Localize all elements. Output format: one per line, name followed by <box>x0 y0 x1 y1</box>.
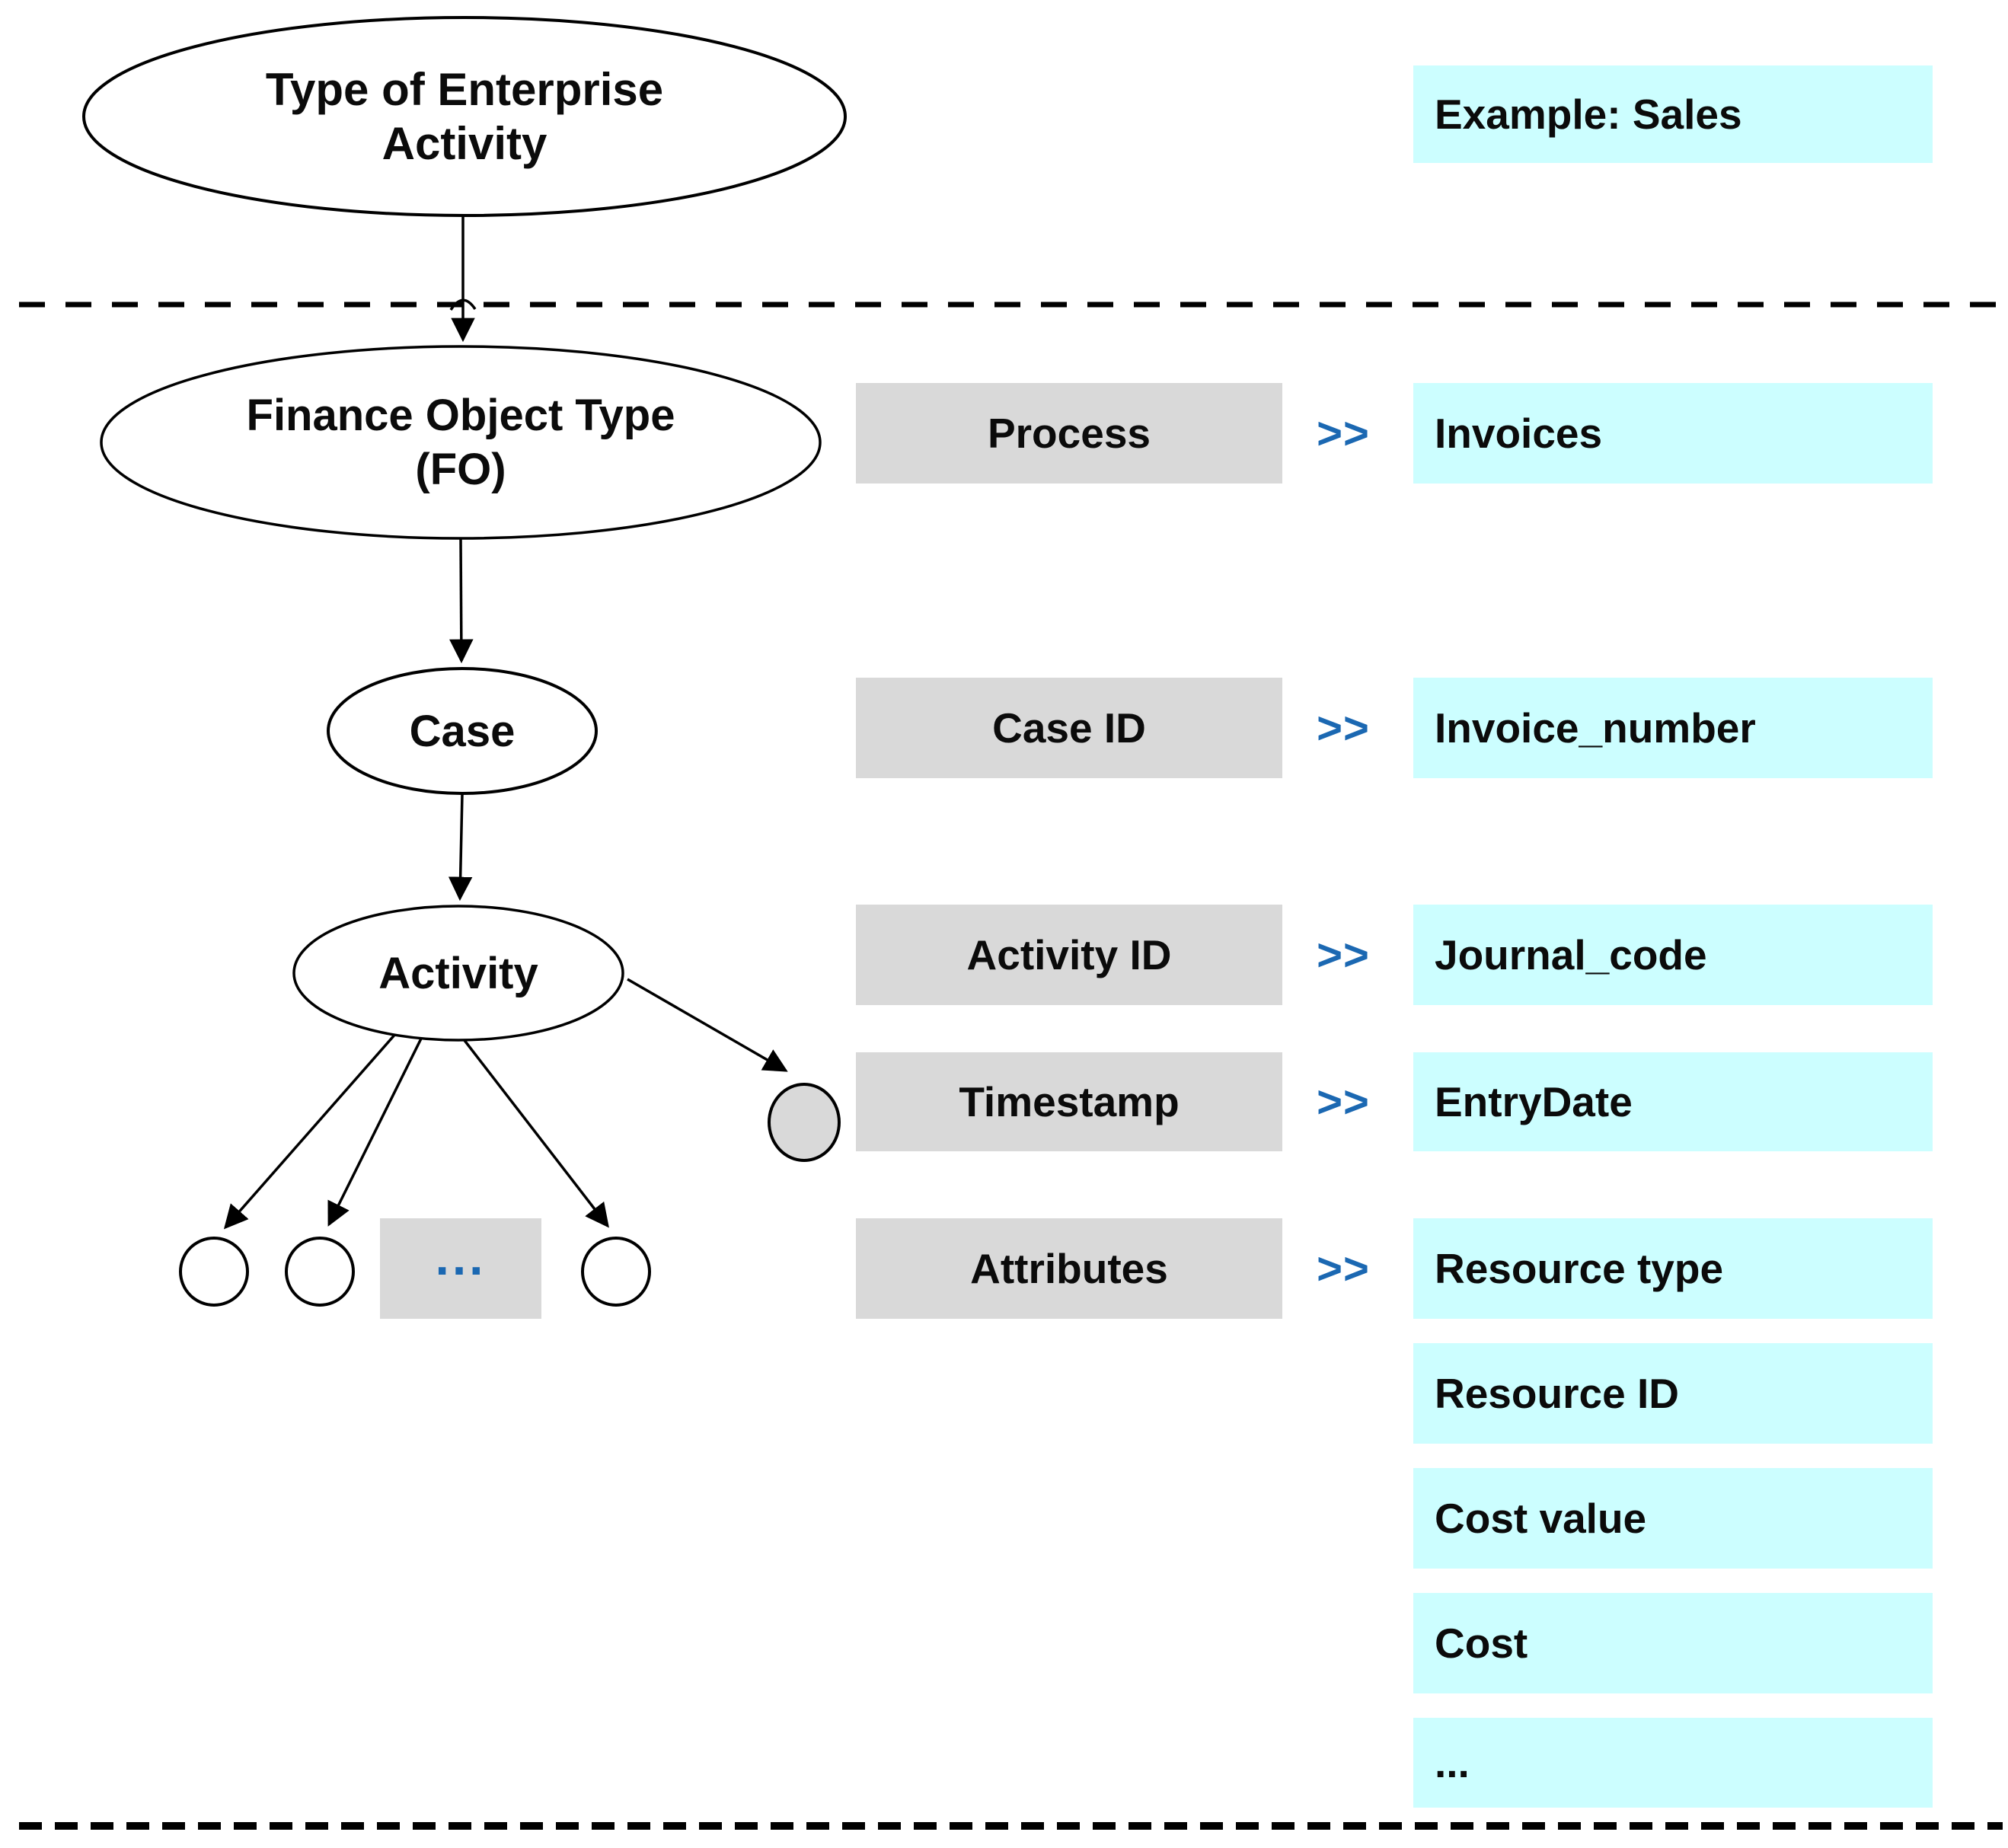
attribute-ellipsis-dots: ... <box>435 1229 487 1286</box>
attribute-ellipsis-box: ... <box>380 1218 541 1319</box>
chevron-icon: >> <box>1317 408 1370 458</box>
case-ellipse <box>327 667 598 795</box>
attribute-circle-1 <box>179 1237 249 1307</box>
value-box-journal-code: Journal_code <box>1413 905 1933 1005</box>
chevron-icon: >> <box>1317 1243 1370 1294</box>
value-box-resource-id: Resource ID <box>1413 1343 1933 1444</box>
arrow-activity-to-attr-circle-1 <box>223 1025 404 1230</box>
value-box-invoice-number: Invoice_number <box>1413 678 1933 778</box>
finance-object-line1: Finance Object Type <box>246 391 675 441</box>
attribute-circle-2 <box>285 1237 355 1307</box>
value-box-invoices: Invoices <box>1413 383 1933 484</box>
chevron-icon: >> <box>1317 703 1370 753</box>
timestamp-attribute-circle <box>768 1083 841 1162</box>
label-box-case-id: Case ID <box>856 678 1282 778</box>
case-node-label: Case <box>409 706 516 756</box>
value-box-cost-value: Cost value <box>1413 1468 1933 1569</box>
chevron-icon: >> <box>1317 1077 1370 1127</box>
finance-object-node-label: Finance Object Type (FO) <box>107 352 815 535</box>
label-box-attributes: Attributes <box>856 1218 1282 1319</box>
root-node-label: Type of Enterprise Activity <box>265 64 664 169</box>
attribute-circle-3 <box>581 1237 651 1307</box>
value-box-resource-type: Resource type <box>1413 1218 1933 1319</box>
finance-object-line2: (FO) <box>415 445 506 494</box>
arrow-activity-to-timestamp-circle <box>627 978 788 1072</box>
value-box-more-attributes: ... <box>1413 1718 1933 1808</box>
arrow-activity-to-attr-circle-3 <box>457 1031 609 1228</box>
value-box-cost: Cost <box>1413 1593 1933 1693</box>
label-box-timestamp: Timestamp <box>856 1052 1282 1151</box>
arrow-activity-to-attr-circle-2 <box>327 1030 426 1227</box>
label-box-activity-id: Activity ID <box>856 905 1282 1005</box>
arrowhead-up-at-divider <box>449 298 477 311</box>
activity-node-label: Activity <box>378 948 538 998</box>
root-ellipse <box>82 16 847 217</box>
label-box-process: Process <box>856 383 1282 484</box>
value-box-entrydate: EntryDate <box>1413 1052 1933 1151</box>
example-sales-box: Example: Sales <box>1413 65 1933 163</box>
finance-object-ellipse <box>100 345 822 540</box>
activity-ellipse <box>292 905 624 1042</box>
chevron-icon: >> <box>1317 930 1370 980</box>
arrow-case-to-activity <box>448 793 473 902</box>
